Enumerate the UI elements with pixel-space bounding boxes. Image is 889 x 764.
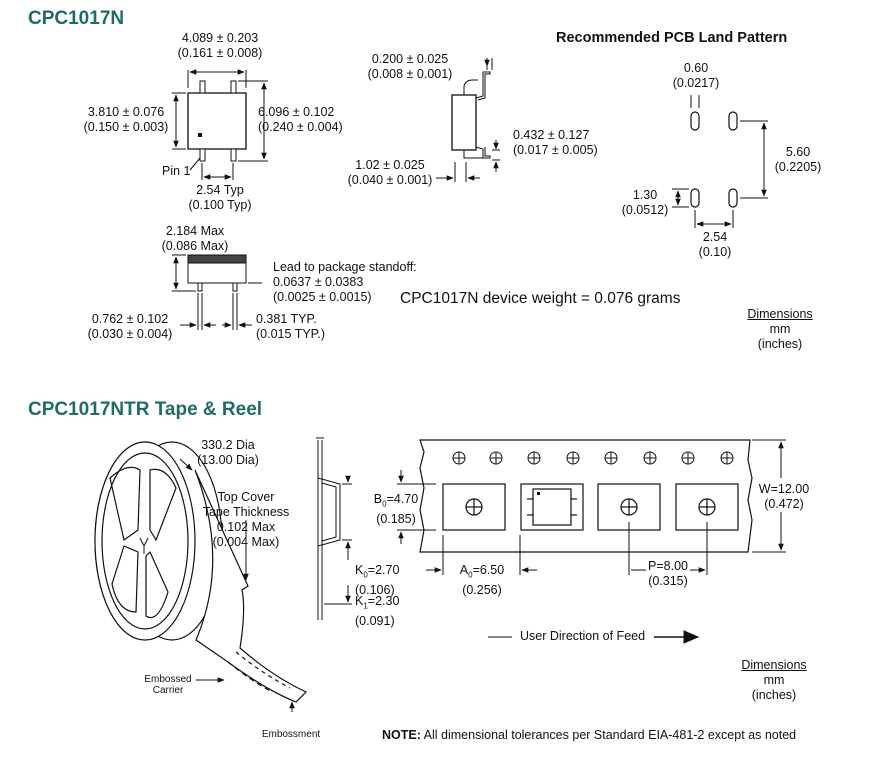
- package-top-view: [172, 69, 268, 180]
- dim-foot: 0.432 ± 0.127(0.017 ± 0.005): [513, 128, 598, 157]
- sprocket-hole: [452, 451, 466, 465]
- pad-pitch: 2.54(0.10): [698, 230, 732, 259]
- dim-body: 3.810 ± 0.076(0.150 ± 0.003): [83, 105, 169, 134]
- device-weight: CPC1017N device weight = 0.076 grams: [400, 290, 681, 307]
- reel-drawing: [94, 441, 308, 712]
- dim-k1: K1=2.30 (0.091): [355, 594, 400, 628]
- dimensions-legend-bottom: Dimensions mm (inches): [741, 658, 807, 702]
- sprocket-hole: [566, 451, 580, 465]
- carrier-pocket: [442, 483, 506, 531]
- cover-tape-thickness: Top Cover Tape Thickness 0.102 Max (0.00…: [202, 490, 290, 549]
- package-side-view: [172, 254, 262, 330]
- sprocket-hole: [489, 451, 503, 465]
- feed-direction: User Direction of Feed: [520, 629, 646, 643]
- tape-dimensions: [397, 439, 786, 644]
- pad-length: 1.30(0.0512): [621, 188, 669, 217]
- dim-w: W=12.00(0.472): [758, 482, 810, 511]
- carrier-pocket: [520, 483, 584, 531]
- pin1-label: Pin 1: [162, 164, 191, 178]
- dim-pitch: 2.54 Typ(0.100 Typ): [188, 183, 252, 212]
- dim-lead-thk: 0.200 ± 0.025(0.008 ± 0.001): [367, 52, 453, 81]
- row-span: 5.60(0.2205): [774, 145, 822, 174]
- dim-span: 6.096 ± 0.102(0.240 ± 0.004): [258, 105, 343, 134]
- dim-standoff: Lead to package standoff: 0.0637 ± 0.038…: [273, 260, 417, 304]
- tolerance-note: NOTE: All dimensional tolerances per Sta…: [382, 728, 797, 742]
- dimensions-legend-top: Dimensions mm (inches): [747, 307, 813, 351]
- sprocket-hole: [681, 451, 695, 465]
- sprocket-hole: [720, 451, 734, 465]
- dim-lead-width: 0.762 ± 0.102(0.030 ± 0.004): [87, 312, 173, 341]
- sprocket-hole: [527, 451, 541, 465]
- dim-lead-length: 1.02 ± 0.025(0.040 ± 0.001): [347, 158, 433, 187]
- pad-width: 0.60(0.0217): [672, 61, 720, 90]
- tape-cross-section: [316, 437, 352, 620]
- package-title: CPC1017N: [28, 8, 125, 29]
- dim-height: 2.184 Max(0.086 Max): [161, 224, 229, 253]
- dim-lead-thickness: 0.381 TYP.(0.015 TYP.): [256, 312, 326, 341]
- sprocket-holes: [452, 451, 734, 465]
- lead-profile-view: [436, 58, 500, 182]
- dim-b0: B0=4.70 (0.185): [373, 492, 419, 526]
- embossment-label: Embossment: [261, 729, 321, 740]
- sprocket-hole: [643, 451, 657, 465]
- sprocket-hole: [604, 451, 618, 465]
- dim-k0: K0=2.70 (0.106): [355, 563, 400, 597]
- land-pattern-title: Recommended PCB Land Pattern: [556, 30, 788, 46]
- land-pattern: [672, 95, 768, 228]
- carrier-pockets: [442, 483, 739, 531]
- dim-width: 4.089 ± 0.203(0.161 ± 0.008): [177, 31, 263, 60]
- reel-diameter: 330.2 Dia(13.00 Dia): [197, 438, 259, 467]
- tape-reel-title: CPC1017NTR Tape & Reel: [28, 399, 263, 420]
- dim-a0: A0=6.50 (0.256): [459, 563, 505, 597]
- dim-pitch-p: P=8.00(0.315): [648, 559, 688, 588]
